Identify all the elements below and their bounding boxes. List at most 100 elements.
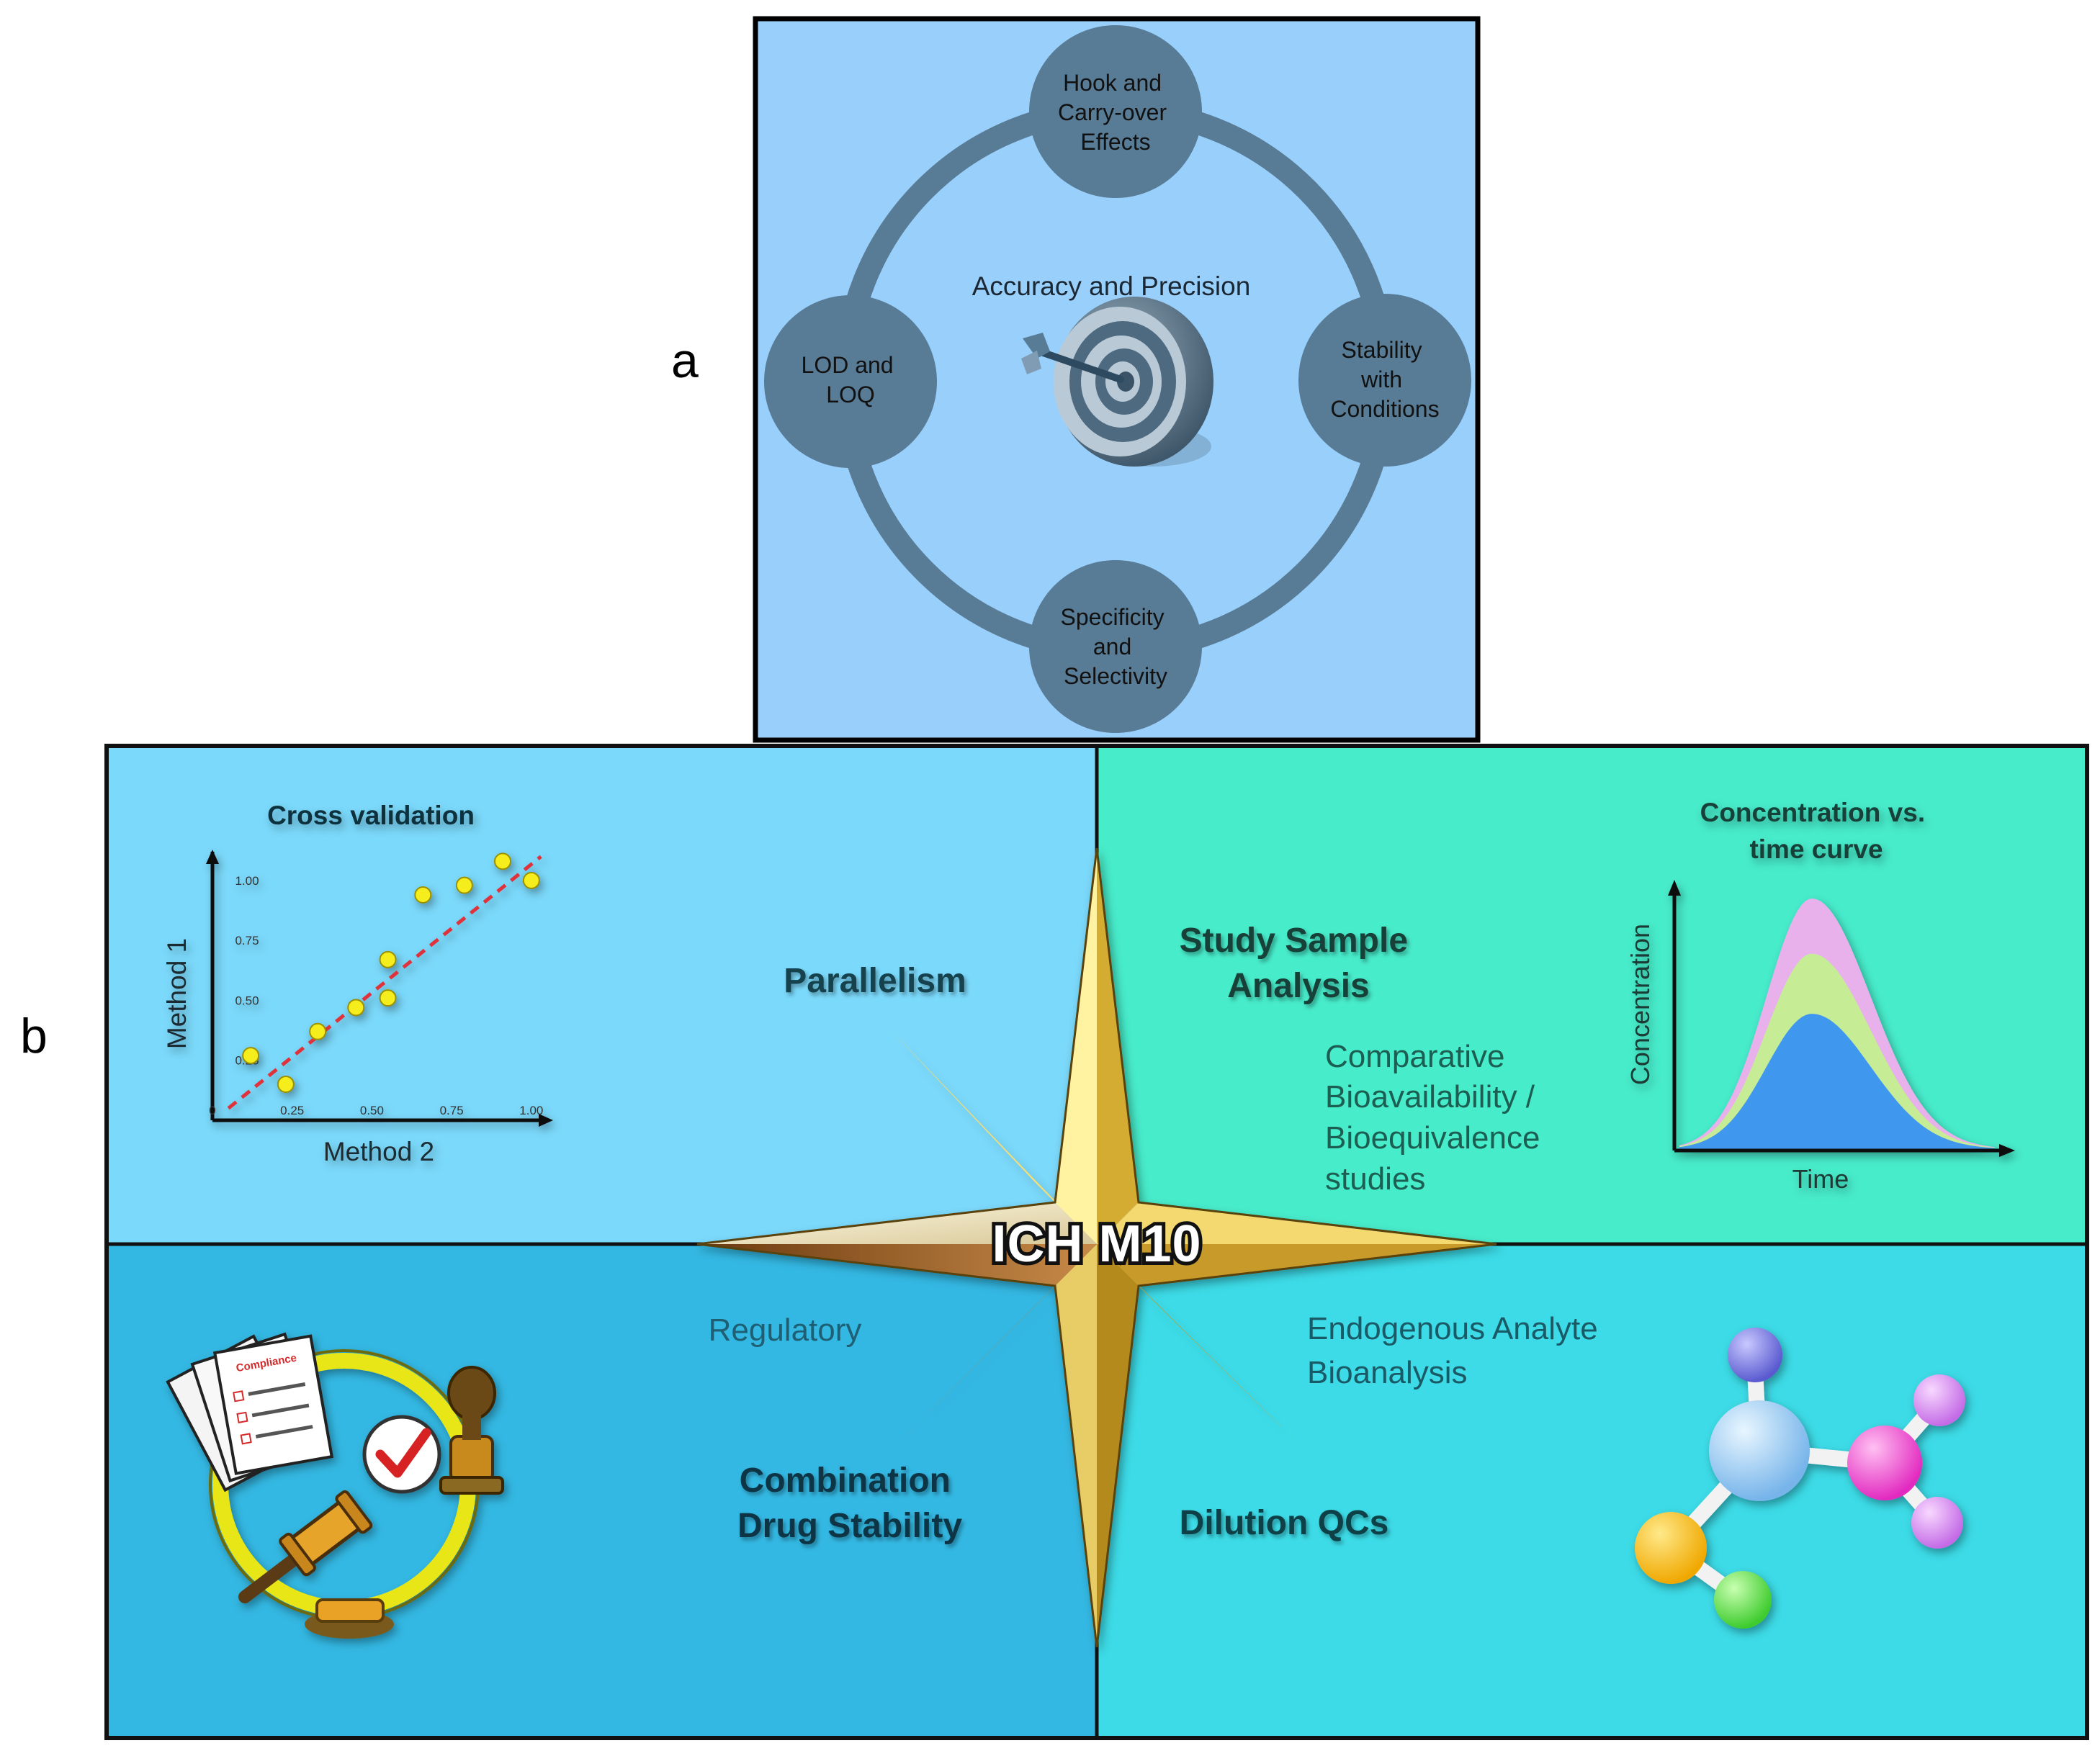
node-lod-line-1: LOD and: [802, 352, 894, 378]
scatter-y-arrow: [206, 850, 219, 864]
node-hook-carryover: Hook and Carry-over Effects: [1029, 25, 1202, 198]
comparative-line-3: Bioequivalence: [1325, 1120, 1540, 1156]
node-hook-line-3: Effects: [1080, 129, 1150, 155]
node-stability-line-3: Conditions: [1330, 396, 1439, 422]
node-stability-line-1: Stability: [1342, 337, 1422, 363]
node-lod-line-2: LOQ: [826, 382, 875, 408]
target-icon: [1054, 297, 1213, 467]
node-specificity-line-3: Selectivity: [1064, 663, 1167, 689]
curve-y-arrow: [1668, 880, 1681, 896]
curve-area: [1679, 1014, 1995, 1149]
comparative-bioavailability-text: Comparative Bioavailability / Bioequival…: [1325, 1039, 1549, 1197]
scatter-x-tick-label: 1.00: [519, 1104, 543, 1117]
scatter-ylabel: Method 1: [162, 938, 192, 1049]
scatter-trendline-group: [227, 855, 542, 1110]
atom-pink: [1847, 1426, 1922, 1500]
study-sample-line-1: Study Sample: [1180, 922, 1408, 960]
curve-xlabel: Time: [1792, 1164, 1849, 1194]
cross-validation-title: Cross validation: [267, 801, 475, 830]
stamp-icon: [439, 1366, 504, 1495]
curve-x-arrow: [1999, 1144, 2015, 1157]
ich-m10-label: ICH M10: [992, 1215, 1201, 1273]
node-hook-line-1: Hook and: [1063, 70, 1162, 96]
combination-line-1: Combination: [740, 1462, 951, 1500]
study-sample-line-2: Analysis: [1227, 967, 1369, 1005]
panel-label-a: a: [671, 333, 699, 388]
scatter-x-tick-label: 0.50: [360, 1104, 384, 1117]
node-specificity: Specificity and Selectivity: [1029, 560, 1202, 733]
conc-time-title-line-2: time curve: [1749, 834, 1883, 864]
node-hook-line-2: Carry-over: [1058, 99, 1167, 125]
scatter-point: [309, 1022, 327, 1040]
scatter-y-tick-label: 0.50: [235, 994, 259, 1007]
node-stability: Stability with Conditions: [1298, 294, 1471, 467]
scatter-x-tick-label: 0: [209, 1104, 215, 1117]
parallelism-label: Parallelism: [784, 962, 966, 1000]
gavel-icon: [238, 1490, 373, 1603]
scatter-point: [522, 871, 540, 889]
svg-text:Specificity and: Specificity and Selectivity: [1061, 604, 1171, 689]
scatter-y-tick-label: 0.75: [235, 934, 259, 947]
conc-time-title-line-1: Concentration vs.: [1700, 798, 1926, 827]
document-stack-icon: Compliance: [166, 1332, 334, 1492]
comparative-line-1: Comparative: [1325, 1039, 1504, 1074]
endogenous-line-1: Endogenous Analyte: [1307, 1311, 1598, 1346]
scatter-xlabel: Method 2: [323, 1137, 434, 1166]
combination-drug-stability-heading: Combination Drug Stability: [737, 1462, 962, 1545]
scatter-point: [494, 852, 511, 870]
scatter-point: [455, 876, 473, 894]
node-specificity-line-2: and: [1093, 634, 1131, 659]
scatter-point: [379, 989, 397, 1007]
concentration-time-chart: Concentration vs. time curve Concentrati…: [1625, 798, 2015, 1194]
endogenous-analyte-text: Endogenous Analyte Bioanalysis: [1307, 1311, 1607, 1390]
scatter-x-tick-label: 0.25: [280, 1104, 304, 1117]
study-sample-analysis-heading: Study Sample Analysis: [1180, 922, 1418, 1005]
atom-violet-top: [1913, 1374, 1965, 1426]
quadrant-bottom-left: [107, 1244, 1097, 1738]
atom-violet-bottom: [1911, 1497, 1963, 1549]
svg-text:LOD and LOQ: LOD and LOQ: [802, 352, 900, 408]
endogenous-line-2: Bioanalysis: [1307, 1355, 1468, 1390]
conc-time-title: Concentration vs. time curve: [1700, 798, 1933, 864]
node-stability-line-2: with: [1360, 366, 1402, 392]
panel-b-border: [104, 744, 2089, 1740]
node-lod-loq: LOD and LOQ: [764, 295, 937, 468]
scatter-trendline: [227, 855, 542, 1110]
scatter-point: [277, 1076, 295, 1094]
atom-yellow: [1635, 1512, 1707, 1584]
checkmark-icon: [362, 1415, 441, 1494]
dilution-qcs-heading: Dilution QCs: [1180, 1504, 1389, 1542]
quadrant-bottom-right: [1097, 1244, 2087, 1738]
panel-b: Cross validation 00.250.500.751.000.250.…: [104, 744, 2089, 1740]
svg-text:Stability with: Stability with Conditions: [1330, 337, 1439, 422]
compliance-icon: Compliance: [166, 1332, 504, 1639]
quadrant-top-right: [1097, 746, 2087, 1244]
scatter-point: [379, 950, 397, 968]
atom-green: [1714, 1571, 1772, 1629]
panel-label-b: b: [20, 1009, 48, 1063]
scatter-y-tick-label: 1.00: [235, 874, 259, 888]
panel-a: Accuracy and Precision Hook and Carry-ov…: [753, 16, 1481, 743]
atom-top: [1728, 1328, 1782, 1382]
scatter-point: [242, 1047, 260, 1065]
compass-star-icon: [696, 847, 1497, 1648]
regulatory-label: Regulatory: [709, 1313, 862, 1348]
cross-validation-chart: Cross validation 00.250.500.751.000.250.…: [162, 801, 553, 1166]
scatter-point: [414, 886, 432, 904]
accuracy-precision-label: Accuracy and Precision: [972, 271, 1251, 301]
molecule-icon: [1635, 1328, 1965, 1629]
dart-icon: [1021, 333, 1124, 383]
scatter-x-arrow: [539, 1114, 553, 1127]
scatter-points: [242, 852, 540, 1094]
combination-line-2: Drug Stability: [737, 1507, 962, 1545]
svg-text:Hook and Carry-over: Hook and Carry-over Effects: [1058, 70, 1173, 155]
scatter-x-tick-label: 0.75: [440, 1104, 464, 1117]
curve-areas: [1679, 899, 1995, 1149]
comparative-line-4: studies: [1325, 1161, 1425, 1197]
quadrant-top-left: [107, 746, 1097, 1244]
node-specificity-line-1: Specificity: [1061, 604, 1165, 630]
comparative-line-2: Bioavailability /: [1325, 1079, 1535, 1115]
curve-ylabel: Concentration: [1625, 924, 1655, 1085]
scatter-point: [347, 999, 365, 1017]
